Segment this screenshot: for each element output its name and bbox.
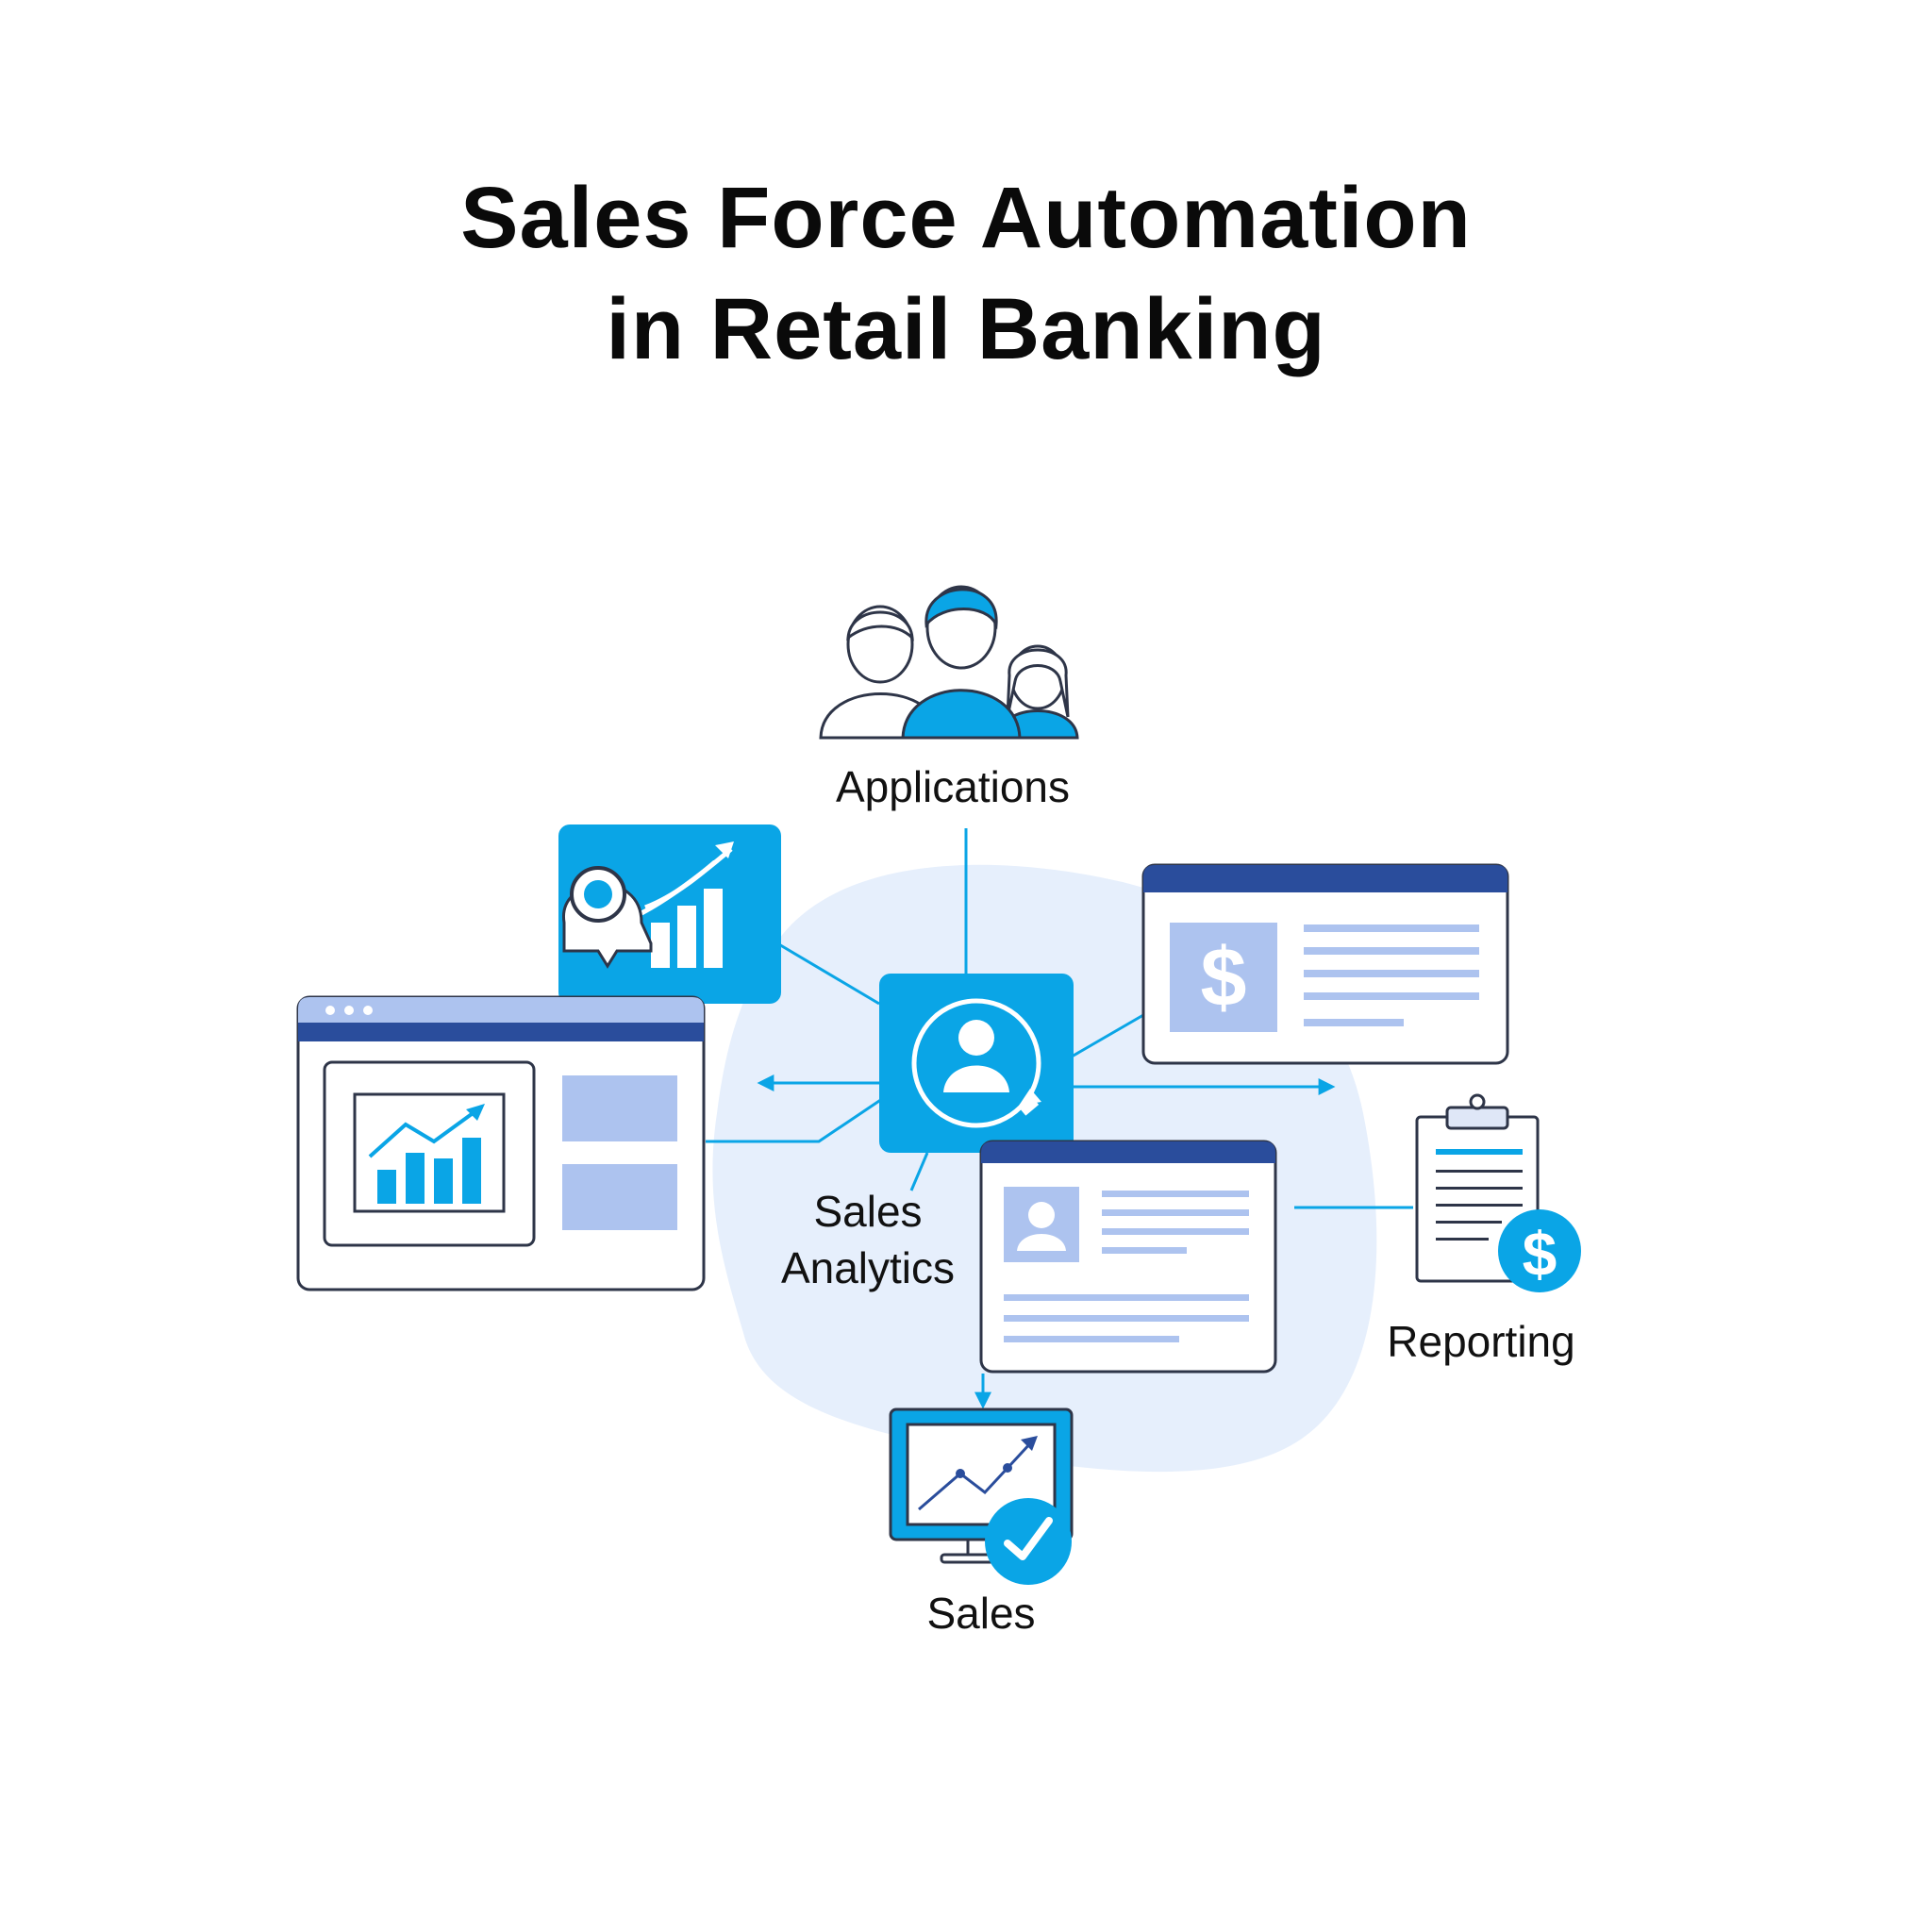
connectors (706, 828, 1413, 1409)
label-reporting: Reporting (1387, 1317, 1575, 1366)
connector-dashboard (706, 1097, 883, 1143)
profile-card-icon (979, 1140, 1277, 1374)
dashboard-window-icon (296, 995, 706, 1291)
connector-sales-analytics (909, 1152, 929, 1191)
title-line-1: Sales Force Automation (460, 170, 1472, 266)
title-line-2: in Retail Banking (606, 281, 1326, 377)
connector-analytics (776, 941, 880, 1006)
invoice-card-icon: $ (1141, 863, 1509, 1065)
people-group-icon (819, 585, 1079, 740)
label-applications: Applications (835, 762, 1071, 811)
location-growth-chart-icon (558, 824, 781, 1004)
svg-text:$: $ (1201, 930, 1247, 1024)
connector-invoice (1071, 1013, 1144, 1058)
label-sales-analytics-line1: Sales (813, 1187, 923, 1236)
crm-user-refresh-icon (879, 974, 1074, 1153)
monitor-chart-check-icon (889, 1407, 1074, 1585)
label-sales-analytics-line2: Analytics (780, 1243, 956, 1292)
clipboard-dollar-icon: $ (1415, 1093, 1581, 1292)
label-sales: Sales (926, 1589, 1036, 1638)
svg-text:$: $ (1523, 1219, 1557, 1289)
